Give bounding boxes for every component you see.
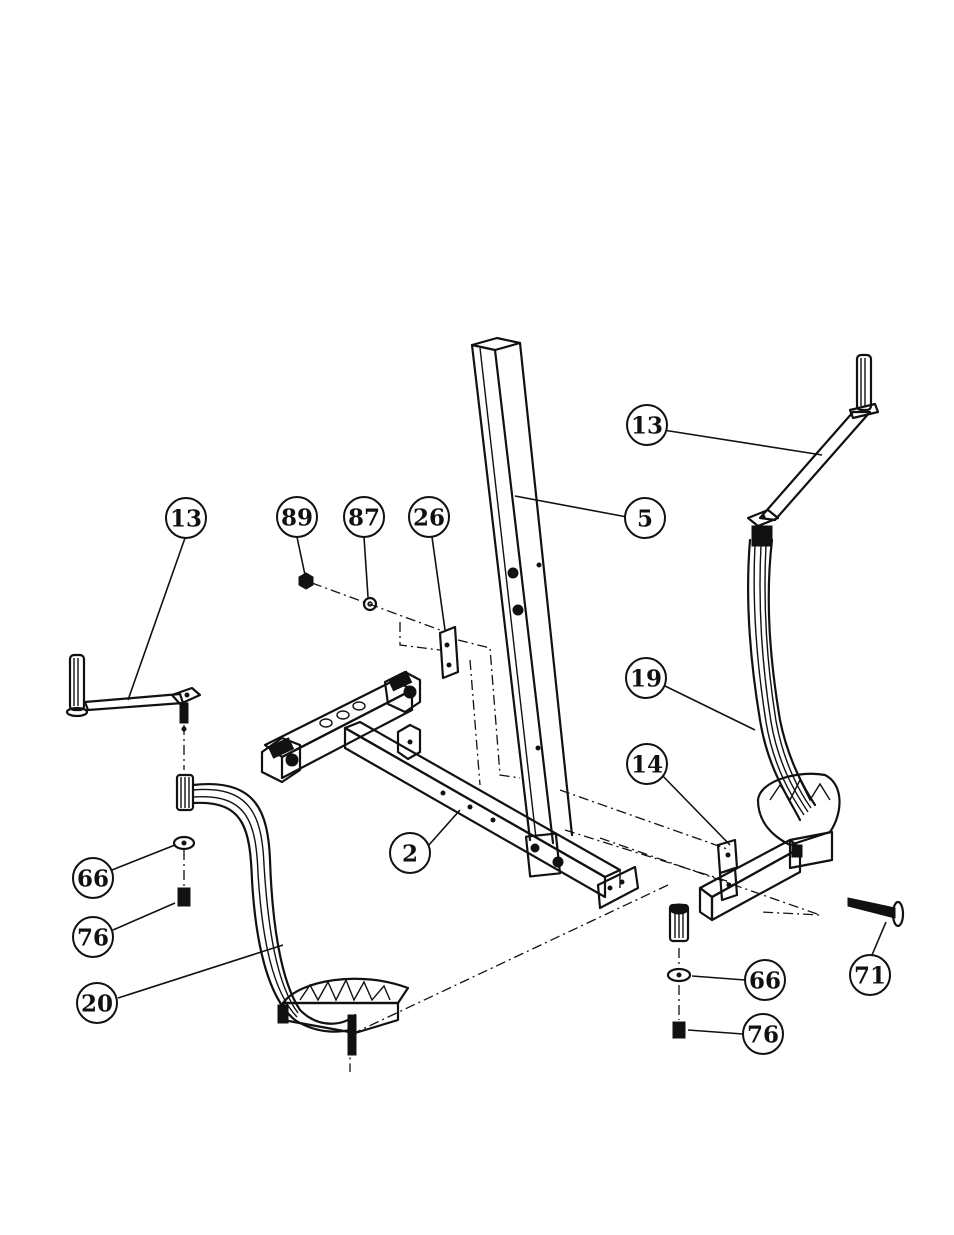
right-crossbar [700, 840, 800, 920]
callout-label: 19 [630, 666, 662, 693]
callout-2: 2 [390, 833, 430, 873]
callout-76-left: 76 [73, 917, 113, 957]
upright-post [472, 338, 572, 876]
callout-label: 76 [747, 1022, 779, 1049]
callout-13-right: 13 [627, 405, 667, 445]
left-pedal-arm [67, 655, 200, 731]
callout-13-left: 13 [166, 498, 206, 538]
callout-label: 5 [637, 506, 653, 533]
right-bolt-76 [673, 1022, 685, 1038]
callout-5: 5 [625, 498, 665, 538]
callout-label: 20 [81, 991, 113, 1018]
right-washer-66 [668, 969, 690, 981]
callout-label: 26 [413, 505, 445, 532]
long-bolt-71 [848, 898, 903, 926]
callout-26: 26 [409, 497, 449, 537]
callout-label: 89 [281, 505, 313, 532]
callout-89: 89 [277, 497, 317, 537]
left-washer-66 [174, 837, 194, 849]
callout-label: 76 [77, 925, 109, 952]
callout-label: 2 [402, 841, 418, 868]
callout-label: 13 [631, 413, 663, 440]
callout-14: 14 [627, 744, 667, 784]
right-pivot-sleeve [670, 904, 688, 941]
base-frame [262, 671, 638, 908]
left-pedal [177, 775, 408, 1055]
nut-89 [299, 573, 313, 589]
callout-76-right: 76 [743, 1014, 783, 1054]
left-bolt-76 [178, 888, 190, 906]
callout-label: 14 [631, 752, 663, 779]
callout-71: 71 [850, 955, 890, 995]
assembly-lines [184, 583, 820, 1072]
callout-66-left: 66 [73, 858, 113, 898]
callout-label: 87 [348, 505, 380, 532]
callout-label: 13 [170, 506, 202, 533]
right-pedal [748, 526, 839, 868]
callout-19: 19 [626, 658, 666, 698]
callout-label: 66 [77, 866, 109, 893]
callout-20: 20 [77, 983, 117, 1023]
callout-label: 71 [854, 963, 886, 990]
right-pedal-arm [748, 355, 878, 526]
callout-66-right: 66 [745, 960, 785, 1000]
callout-label: 66 [749, 968, 781, 995]
callout-87: 87 [344, 497, 384, 537]
bracket-26 [440, 627, 458, 678]
